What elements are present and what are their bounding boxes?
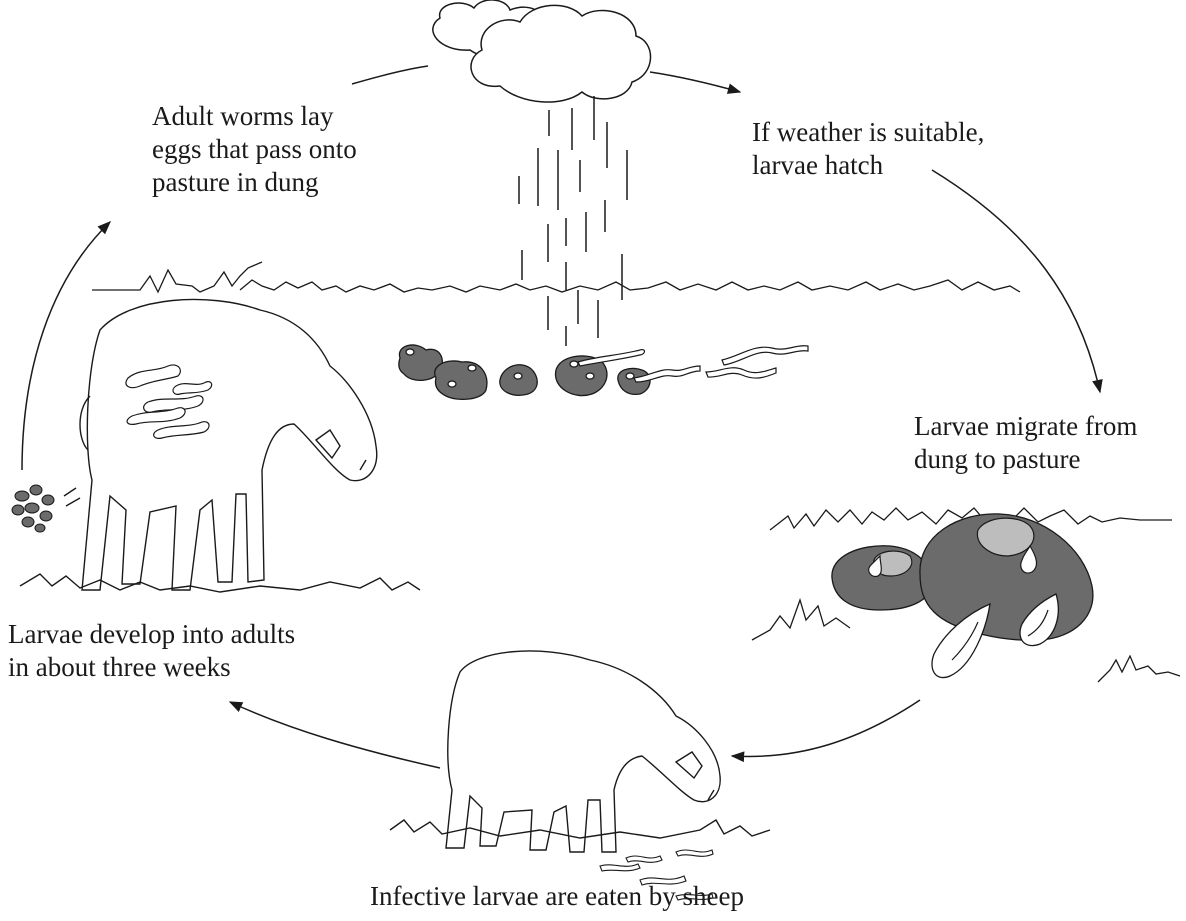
label-line: Adult worms lay: [152, 100, 357, 133]
rain-cloud: [433, 0, 651, 102]
label-line: larvae hatch: [752, 149, 984, 182]
label-line: Infective larvae are eaten by sheep: [370, 880, 744, 913]
label-line: pasture in dung: [152, 166, 357, 199]
label-larvae-hatch: If weather is suitable, larvae hatch: [752, 116, 984, 182]
label-larvae-migrate: Larvae migrate from dung to pasture: [914, 410, 1137, 476]
grazing-sheep: [390, 651, 770, 900]
rain: [519, 96, 627, 346]
arrow-to-sheep: [732, 700, 920, 757]
label-line: dung to pasture: [914, 443, 1137, 476]
label-line: in about three weeks: [8, 651, 295, 684]
dung-with-eggs: [399, 345, 808, 399]
arrow-to-cloud: [352, 66, 428, 84]
arrow-to-develop: [230, 702, 440, 768]
label-larvae-eaten: Infective larvae are eaten by sheep: [370, 880, 744, 913]
label-larvae-develop: Larvae develop into adults in about thre…: [8, 618, 295, 684]
label-line: Larvae develop into adults: [8, 618, 295, 651]
sheep-with-adult-worms: [12, 299, 420, 592]
label-line: If weather is suitable,: [752, 116, 984, 149]
label-line: Larvae migrate from: [914, 410, 1137, 443]
label-line: eggs that pass onto: [152, 133, 357, 166]
pasture-ground: [92, 262, 1020, 292]
arrow-to-hatch: [650, 72, 740, 92]
label-eggs-in-dung: Adult worms lay eggs that pass onto past…: [152, 100, 357, 199]
larvae-migration-scene: [752, 508, 1180, 682]
arrow-to-migrate: [932, 170, 1100, 392]
